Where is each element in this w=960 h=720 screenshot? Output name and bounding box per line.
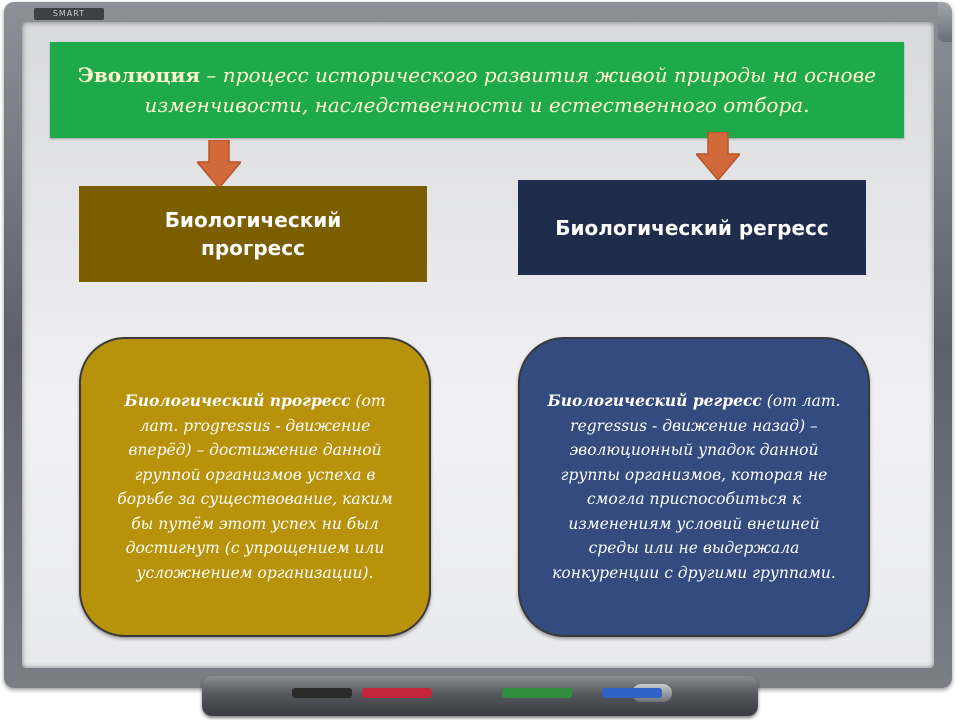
- progress-term: Биологический прогресс: [124, 391, 351, 410]
- arrow-down-icon: [197, 140, 241, 188]
- regress-header-label: Биологический регресс: [555, 215, 829, 240]
- progress-definition-card: Биологический прогресс (от лат. progress…: [79, 337, 431, 637]
- banner-term: Эволюция: [77, 63, 201, 87]
- whiteboard-brand-logo: SMART: [34, 8, 104, 20]
- frame-corner: [938, 2, 952, 42]
- progress-header-label: Биологический прогресс: [164, 208, 342, 260]
- regress-term: Биологический регресс: [547, 391, 762, 410]
- progress-header-box: Биологический прогресс: [79, 186, 427, 282]
- regress-header-box: Биологический регресс: [518, 180, 866, 275]
- progress-definition: (от лат. progressus - движение вперёд) –…: [117, 392, 393, 582]
- evolution-definition-banner: Эволюция – процесс исторического развити…: [50, 42, 904, 138]
- regress-definition-text: Биологический регресс (от лат. regressus…: [520, 389, 868, 585]
- regress-definition-card: Биологический регресс (от лат. regressus…: [518, 337, 870, 637]
- pen-slot-green[interactable]: [502, 688, 572, 698]
- pen-slot-black[interactable]: [292, 688, 352, 698]
- pen-slot-blue[interactable]: [602, 688, 662, 698]
- banner-text: Эволюция – процесс исторического развити…: [50, 60, 904, 120]
- pen-slot-red[interactable]: [362, 688, 432, 698]
- regress-definition: (от лат. regressus - движение назад) – э…: [552, 392, 841, 582]
- arrow-down-icon: [696, 132, 740, 180]
- progress-definition-text: Биологический прогресс (от лат. progress…: [81, 389, 429, 585]
- banner-definition: – процесс исторического развития живой п…: [144, 63, 877, 117]
- pen-tray: [202, 676, 758, 716]
